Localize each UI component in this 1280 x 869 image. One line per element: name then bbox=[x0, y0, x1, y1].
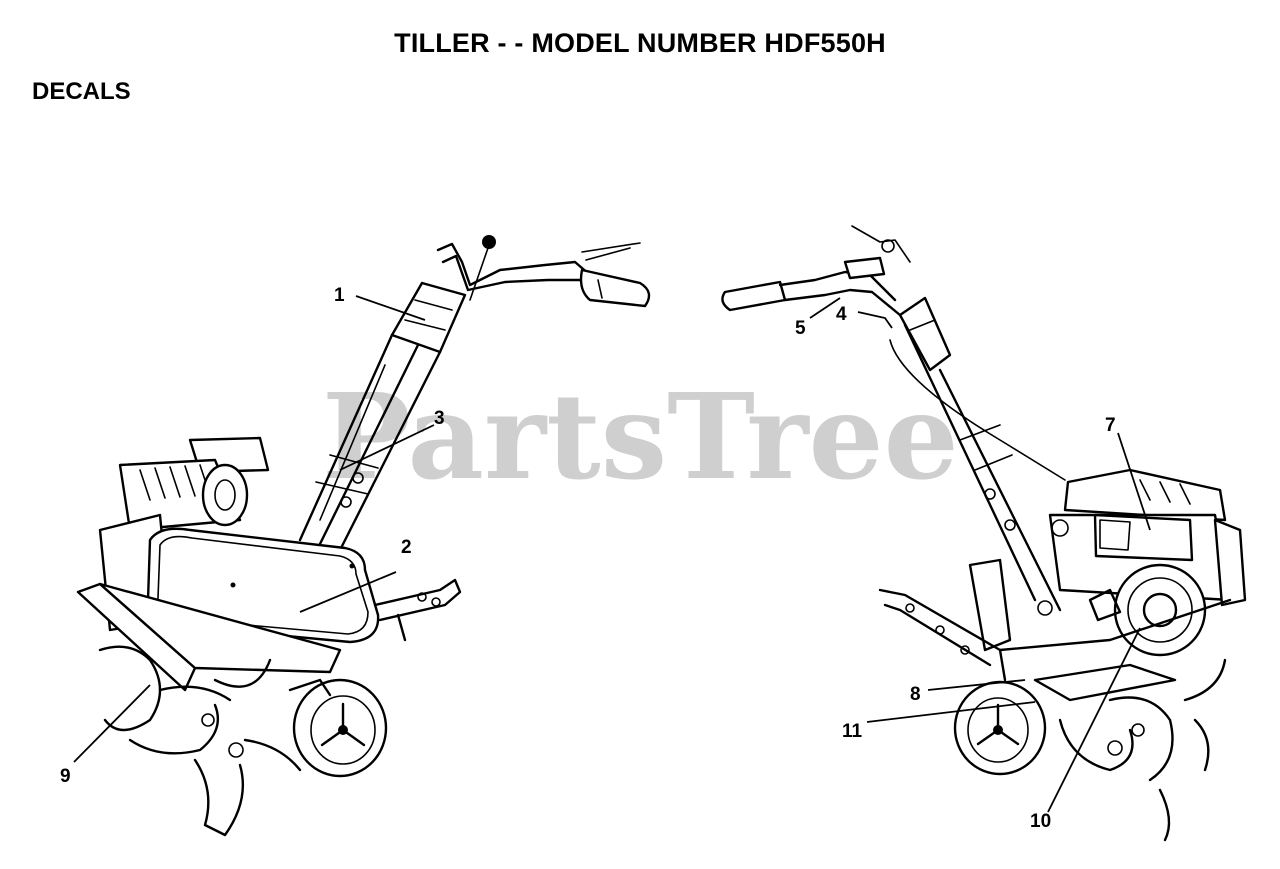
left-tiller-illustration bbox=[76, 235, 651, 837]
callout-4: 4 bbox=[836, 304, 847, 325]
watermark: PartsTree bbox=[322, 367, 959, 506]
page-title: TILLER - - MODEL NUMBER HDF550H bbox=[394, 28, 886, 58]
section-title: DECALS bbox=[32, 78, 131, 105]
callout-9: 9 bbox=[60, 766, 71, 787]
callout-leaders bbox=[73, 295, 1151, 813]
callout-11: 11 bbox=[842, 721, 863, 742]
callout-3: 3 bbox=[434, 408, 445, 429]
callout-1: 1 bbox=[334, 285, 345, 306]
callout-8: 8 bbox=[910, 684, 921, 705]
callout-10: 10 bbox=[1030, 811, 1051, 832]
right-tiller-illustration bbox=[721, 225, 1247, 842]
callout-labels: 1 2 3 4 5 7 8 9 10 11 bbox=[60, 285, 1116, 832]
callout-7: 7 bbox=[1105, 415, 1116, 436]
callout-5: 5 bbox=[795, 318, 806, 339]
callout-2: 2 bbox=[401, 537, 412, 558]
